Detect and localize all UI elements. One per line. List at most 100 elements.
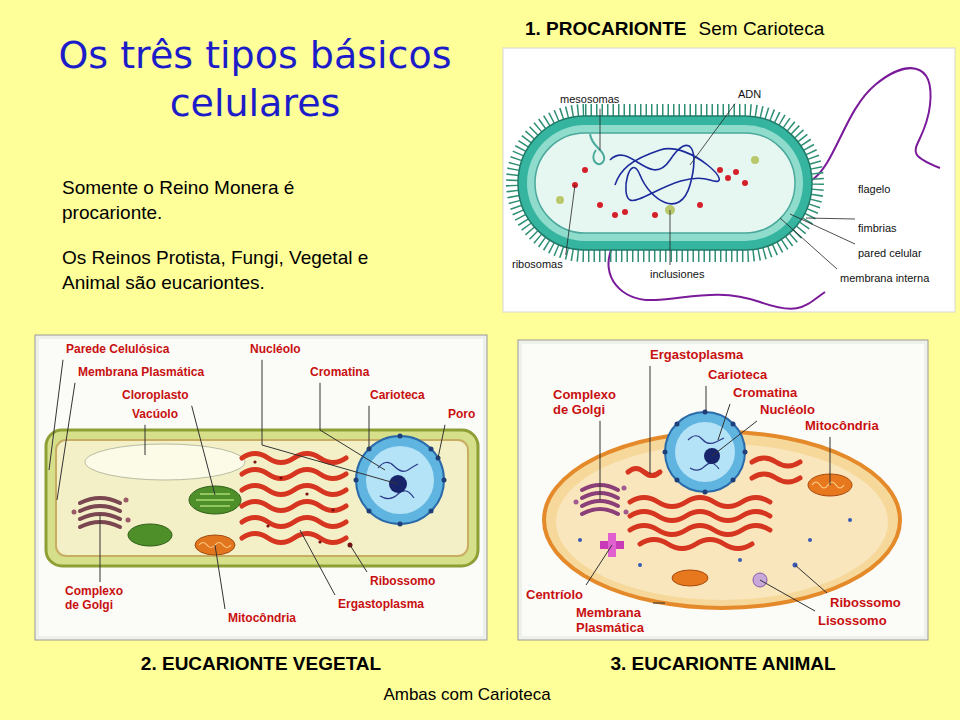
mitochondrion-crista — [812, 482, 844, 488]
part-label: ribosomas — [512, 258, 563, 271]
inclusion-dot — [556, 156, 759, 215]
ribosome-dot — [742, 180, 748, 186]
panel-frame — [518, 340, 928, 640]
golgi-vesicle — [622, 486, 627, 491]
part-label: flagelo — [858, 183, 890, 196]
nuclear-pore — [663, 410, 748, 495]
golgi-stack — [582, 501, 618, 506]
leader-line — [57, 383, 75, 500]
part-label: mesosomas — [560, 93, 619, 106]
part-label: inclusiones — [650, 268, 704, 281]
nuclear-pore — [743, 450, 748, 455]
note-text: Os Reinos Protista, Fungi, Vegetal e Ani… — [62, 246, 385, 295]
golgi-vesicle — [72, 510, 77, 515]
ribosome-dot — [733, 169, 739, 175]
nuclear-pore — [731, 422, 736, 427]
leader-line — [806, 218, 855, 219]
diagram-title: Os três tipos básicos celulares — [45, 32, 465, 127]
plasma-membrane — [56, 440, 468, 556]
panel-frame — [503, 48, 955, 312]
ribosome-dot — [738, 558, 742, 562]
dna-strand — [610, 145, 719, 203]
nuclear-pore — [731, 478, 736, 483]
part-label: Ribossomo — [370, 575, 435, 589]
ribosome-dot — [697, 202, 703, 208]
part-label: Cromatina — [310, 366, 369, 380]
flagellum — [812, 68, 940, 180]
panel-heading: 3. EUCARIONTE ANIMAL — [610, 653, 835, 675]
inclusion-dot — [556, 196, 564, 204]
leader-lines — [49, 104, 855, 611]
leader-line — [718, 404, 730, 440]
rough-er — [628, 469, 660, 476]
rough-er — [752, 458, 800, 466]
leader-line — [566, 185, 575, 255]
leader-line — [690, 104, 735, 165]
rough-er — [242, 534, 346, 543]
nuclear-pore — [663, 450, 668, 455]
golgi-vesicle — [574, 500, 579, 505]
leader-line — [760, 580, 815, 611]
part-label: Carioteca — [708, 368, 767, 383]
panel-heading-row: 2. EUCARIONTE VEGETAL — [35, 653, 487, 675]
part-label: Nucléolo — [250, 343, 301, 357]
leader-line — [653, 603, 665, 604]
chloroplast — [189, 486, 241, 514]
rough-er — [630, 526, 770, 535]
nuclear-pore — [429, 509, 434, 514]
panel-heading: Sem Carioteca — [699, 18, 825, 40]
leader-line — [670, 210, 671, 265]
panel-heading: 2. EUCARIONTE VEGETAL — [141, 653, 381, 675]
ribosome-dot — [725, 175, 731, 181]
leader-line — [712, 421, 757, 456]
rough-er — [242, 454, 346, 543]
part-label: Complexo de Golgi — [65, 585, 129, 613]
thylakoid — [200, 505, 230, 507]
cell-panel: 2. EUCARIONTE VEGETAL — [35, 335, 487, 687]
leader-line — [350, 545, 367, 572]
nuclear-pore — [442, 478, 447, 483]
ribosome-dot — [578, 518, 852, 568]
nuclear-pore — [429, 447, 434, 452]
nuclear-pore — [675, 422, 680, 427]
nuclear-pore — [398, 522, 403, 527]
part-label: Parede Celulósica — [66, 343, 169, 357]
diagram-caption: Ambas com Carioteca — [300, 685, 634, 705]
panel-frame — [522, 344, 924, 636]
nucleoplasm — [366, 446, 434, 514]
panel-heading-row: 3. EUCARIONTE ANIMAL — [518, 653, 928, 675]
chromatin — [378, 462, 418, 498]
golgi-stack — [582, 509, 618, 514]
capsule — [518, 116, 812, 250]
nuclear-pore — [354, 434, 447, 527]
leader-line — [830, 437, 831, 485]
part-label: membrana interna — [840, 272, 929, 285]
flagellum — [609, 248, 825, 309]
part-label: fimbrias — [858, 222, 897, 235]
ribosome-dot — [279, 476, 282, 479]
vacuole — [85, 444, 245, 480]
leader-line — [780, 218, 837, 269]
rough-er — [630, 512, 770, 521]
ribosome-dot — [578, 538, 582, 542]
ribosome-dot — [266, 524, 269, 527]
part-label: ADN — [738, 88, 761, 101]
ribosome-dot — [253, 460, 256, 463]
nuclear-pore — [675, 478, 680, 483]
note-text: Somente o Reino Monera é procarionte. — [62, 176, 385, 225]
leader-line — [49, 360, 63, 470]
golgi-vesicle — [72, 498, 131, 523]
cell-wall — [527, 125, 803, 241]
ribosome-dot — [808, 538, 812, 542]
part-label: Ergastoplasma — [650, 348, 743, 363]
cell-panel: 1. PROCARIONTESem Carioteca — [503, 8, 955, 314]
chloroplast — [128, 524, 172, 546]
golgi-stack — [80, 498, 120, 503]
leader-line — [100, 515, 101, 582]
ribosome-dot — [572, 167, 748, 218]
leader-line — [192, 406, 215, 495]
part-label: Vacúolo — [132, 408, 178, 422]
golgi-vesicle — [624, 510, 629, 515]
plant-cell — [46, 430, 478, 566]
